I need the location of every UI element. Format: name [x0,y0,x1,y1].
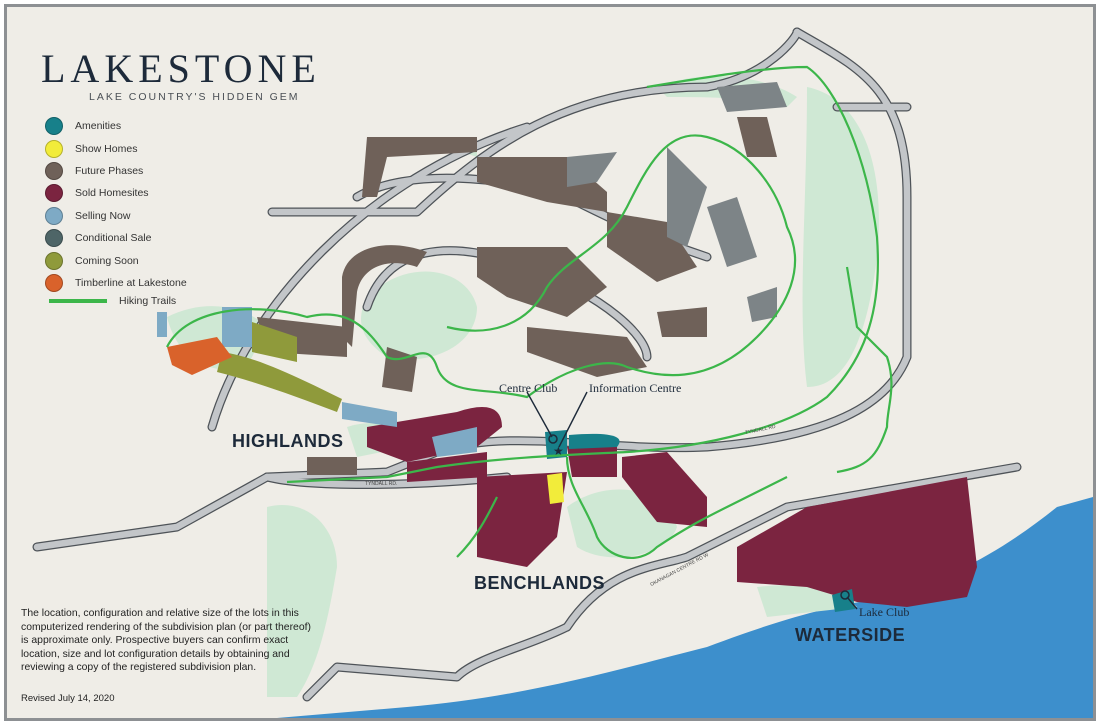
lake-water [277,497,1093,718]
callout-information-centre: Information Centre [589,381,682,395]
lots-gray-blocks [567,82,787,322]
lots-coming-soon [217,322,342,412]
callout-lines [526,391,858,610]
conditional-sale-swatch-icon [45,229,63,248]
legend-item-coming-soon: Coming Soon [45,249,187,271]
lots-show-homes [547,473,564,504]
coming-soon-swatch-icon [45,251,63,270]
legend-item-hiking-trails: Hiking Trails [45,294,187,308]
area-label-highlands: HIGHLANDS [232,431,344,451]
lake-club-marker [840,590,850,600]
area-label-benchlands: BENCHLANDS [474,573,605,593]
information-centre-star-icon: ★ [553,444,564,458]
legend-item-conditional-sale: Conditional Sale [45,227,187,249]
timberline-swatch-icon [45,273,63,292]
legend-item-timberline: Timberline at Lakestone [45,272,187,294]
legend-item-selling-now: Selling Now [45,205,187,227]
area-label-waterside: WATERSIDE [795,625,906,645]
legend-label: Timberline at Lakestone [75,276,187,289]
legend-label: Show Homes [75,142,138,155]
selling-now-swatch-icon [45,206,63,225]
legend-label: Future Phases [75,164,144,177]
legend-label: Coming Soon [75,254,139,267]
legend-label: Conditional Sale [75,232,152,245]
legend-label: Hiking Trails [119,295,177,308]
legend-item-show-homes: Show Homes [45,137,187,159]
sold-homesites-swatch-icon [45,184,63,203]
show-homes-swatch-icon [45,139,63,158]
disclaimer-text: The location, configuration and relative… [21,608,311,674]
hiking-trails [166,65,893,559]
brand-subtitle: LAKE COUNTRY'S HIDDEN GEM [89,91,300,103]
callout-lake-club: Lake Club [859,605,910,619]
subdivision-map[interactable]: ★ [7,7,1093,718]
lots-selling-now [157,307,477,457]
amenities-swatch-icon [45,117,63,136]
legend-label: Selling Now [75,209,131,222]
lots-timberline [167,337,232,375]
brand-title: LAKESTONE [41,46,321,91]
legend-label: Sold Homesites [75,187,149,200]
revised-date: Revised July 14, 2020 [21,693,115,704]
legend-item-future-phases: Future Phases [45,160,187,182]
legend-item-amenities: Amenities [45,115,187,137]
centre-club-marker [548,434,558,444]
future-phases-swatch-icon [45,161,63,180]
trail-line-icon [49,299,107,304]
legend: Amenities Show Homes Future Phases Sold … [45,115,187,308]
map-frame: ★ LAKESTONE LAKE COUNTRY'S HIDDEN GEM Am… [4,4,1096,721]
lots-future-phases [257,117,777,475]
road-label-tyndall: TYNDALL RD. [365,481,398,487]
legend-label: Amenities [75,120,122,133]
callout-centre-club: Centre Club [499,381,558,395]
legend-item-sold-homesites: Sold Homesites [45,182,187,204]
lots-sold [367,407,977,607]
